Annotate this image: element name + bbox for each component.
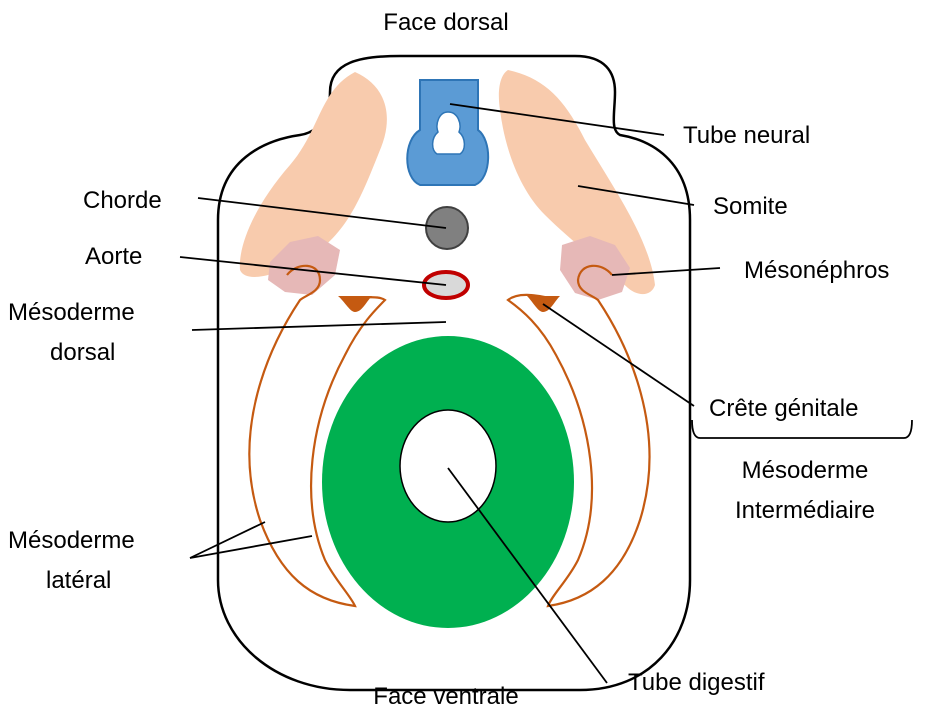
brace-mesoderme-intermediaire: [692, 420, 912, 438]
chorde: [426, 207, 468, 249]
label-mesoderme-intermediaire-2: Intermédiaire: [735, 497, 875, 524]
label-mesoderme-intermediaire-1: Mésoderme: [742, 457, 869, 484]
label-face-ventrale: Face ventrale: [373, 683, 518, 710]
label-face-dorsal: Face dorsal: [383, 9, 508, 36]
label-tube-digestif: Tube digestif: [628, 669, 765, 696]
label-chorde: Chorde: [83, 187, 162, 214]
label-mesoderme-lateral-2: latéral: [46, 567, 111, 594]
tube-digestif-lumen: [400, 410, 496, 522]
label-aorte: Aorte: [85, 243, 142, 270]
label-mesoderme-dorsal-1: Mésoderme: [8, 299, 135, 326]
label-mesoderme-lateral-1: Mésoderme: [8, 527, 135, 554]
label-somite: Somite: [713, 193, 788, 220]
label-mesonephros: Mésonéphros: [744, 257, 889, 284]
label-mesoderme-dorsal-2: dorsal: [50, 339, 115, 366]
label-crete-genitale: Crête génitale: [709, 395, 858, 422]
label-tube-neural: Tube neural: [683, 122, 810, 149]
